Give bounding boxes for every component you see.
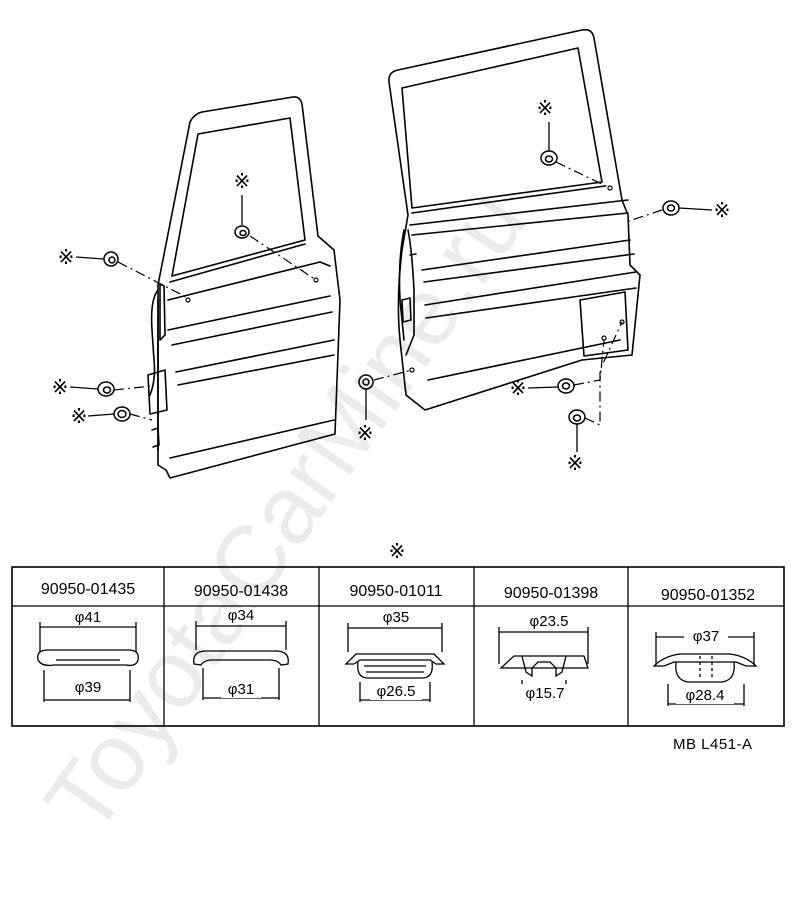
clip-rear-lower (557, 378, 575, 394)
part-number: 90950-01435 (41, 581, 135, 598)
part-number: 90950-01011 (349, 583, 442, 600)
part-number: 90950-01398 (504, 585, 598, 602)
outer-diameter: φ23.5 (530, 613, 569, 630)
ref-mark: ※ (52, 375, 69, 399)
part-number: 90950-01352 (661, 587, 755, 604)
inner-diameter: φ39 (75, 679, 101, 696)
clip-front-left-lower (97, 381, 115, 397)
ref-mark: ※ (510, 376, 527, 400)
reference-marks: ※ ※ ※ ※ ※ ※ ※ ※ ※ ※ (52, 96, 731, 563)
clip-section-1 (37, 622, 139, 702)
ref-mark: ※ (234, 169, 251, 193)
clip-rear-right (662, 200, 680, 216)
ref-mark: ※ (58, 245, 75, 269)
clip-front-left-bottom (113, 406, 131, 422)
table-ref-mark: ※ (389, 539, 406, 563)
ref-mark: ※ (537, 96, 554, 120)
outer-diameter: φ37 (693, 628, 719, 645)
inner-diameter: φ15.7 (526, 685, 565, 702)
outer-diameter: φ41 (75, 609, 101, 626)
drawing-code: MB L451-A (673, 736, 753, 753)
outer-diameter: φ34 (228, 607, 254, 624)
part-number: 90950-01438 (194, 583, 288, 600)
clip-rear-bottom (568, 409, 586, 425)
ref-mark: ※ (714, 198, 731, 222)
inner-diameter: φ31 (228, 681, 254, 698)
outer-diameter: φ35 (383, 609, 409, 626)
inner-diameter: φ26.5 (377, 683, 416, 700)
rear-door (388, 28, 641, 411)
clip-rear-window (540, 150, 558, 166)
clip-section-2 (193, 621, 289, 700)
ref-mark: ※ (567, 451, 584, 475)
mark-leaders (69, 122, 713, 452)
ref-mark: ※ (357, 421, 374, 445)
clip-front-window (234, 225, 250, 239)
inner-diameter: φ28.4 (686, 687, 725, 704)
leader-lines (113, 161, 663, 426)
ref-mark: ※ (71, 404, 88, 428)
clip-rear-left (358, 374, 374, 390)
front-door (147, 96, 341, 479)
clip-section-3 (344, 623, 446, 702)
parts-table: 90950-01435 90950-01438 90950-01011 9095… (11, 566, 785, 727)
clip-front-left-upper (103, 251, 119, 267)
